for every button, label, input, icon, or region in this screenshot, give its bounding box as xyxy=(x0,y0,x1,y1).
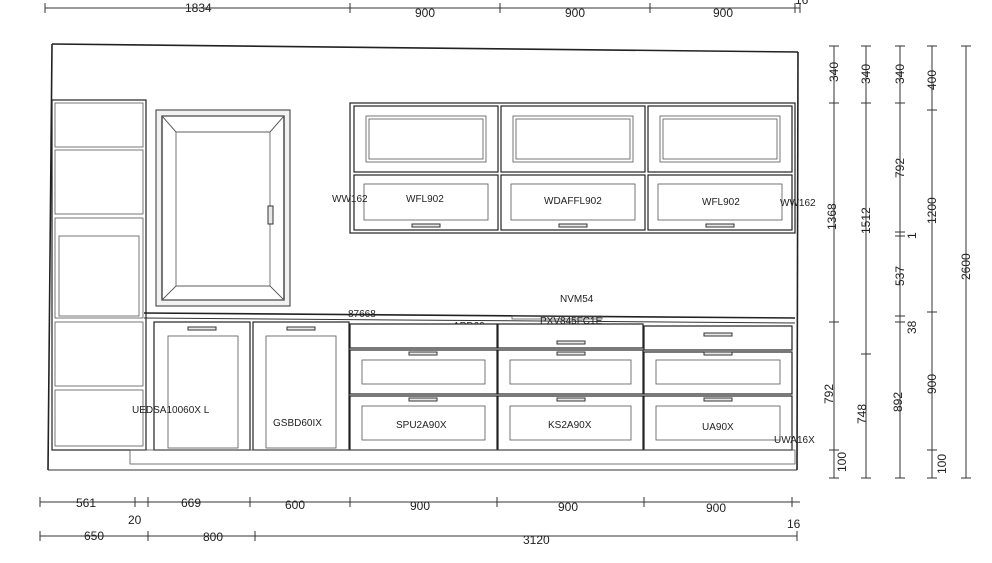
dim-right2-340: 340 xyxy=(859,64,873,84)
dim-right1-340: 340 xyxy=(827,62,841,82)
dim-right3-340: 340 xyxy=(893,64,907,84)
label-ww162-left: WW162 xyxy=(332,194,368,205)
label-ww162-right: WW162 xyxy=(780,198,816,209)
top-dimension-line: 1834 900 900 900 16 xyxy=(44,0,809,20)
dim-800: 800 xyxy=(203,530,223,544)
right-dimension-col-2: 340 1512 748 xyxy=(855,45,873,479)
dim-right4-400: 400 xyxy=(925,70,939,90)
dim-right1-792: 792 xyxy=(822,384,836,404)
label-spu2a90x: SPU2A90X xyxy=(396,420,447,431)
window-handle-icon xyxy=(267,205,274,225)
dim-right3-1: 1 xyxy=(905,232,919,239)
dim-900-bottom-1: 900 xyxy=(410,499,430,513)
base-cabinets: UEDSA10060X L GSBD60IX SPU2A90X KS2A90X … xyxy=(132,321,815,451)
dim-right3-38: 38 xyxy=(905,320,919,334)
plinth xyxy=(129,449,796,465)
dim-650: 650 xyxy=(84,529,104,543)
dim-900-bottom-3: 900 xyxy=(706,501,726,515)
label-uedsa: UEDSA10060X L xyxy=(132,405,210,416)
dim-1834: 1834 xyxy=(185,1,212,15)
dim-right3-792: 792 xyxy=(893,158,907,178)
label-nvm54: NVM54 xyxy=(560,294,594,305)
dim-16-bottom: 16 xyxy=(787,517,801,531)
label-wfl902-right: WFL902 xyxy=(702,197,740,208)
label-pxv845: PXV845FC1E xyxy=(540,316,603,327)
right-dimension-col-4: 400 1200 900 100 xyxy=(925,45,949,479)
bottom-dimension-row-2: 650 800 3120 xyxy=(39,529,798,547)
right-dimension-col-5: 2600 xyxy=(959,45,973,479)
dim-600: 600 xyxy=(285,498,305,512)
dim-900-bottom-2: 900 xyxy=(558,500,578,514)
hob xyxy=(511,315,603,320)
dim-right5-2600: 2600 xyxy=(959,253,973,280)
dim-right3-537: 537 xyxy=(893,266,907,286)
dim-right4-1200: 1200 xyxy=(925,197,939,224)
dim-561: 561 xyxy=(76,496,96,510)
right-dimension-col-3: 340 792 1 537 38 892 xyxy=(891,45,919,479)
label-ks2a90x: KS2A90X xyxy=(548,420,592,431)
dim-3120: 3120 xyxy=(523,533,550,547)
right-dimension-col-1: 340 1368 792 100 xyxy=(822,45,849,479)
dim-right2-748: 748 xyxy=(855,404,869,424)
dim-right4-100: 100 xyxy=(935,454,949,474)
label-ua90x: UA90X xyxy=(702,422,734,433)
tall-cabinet-left xyxy=(51,99,147,451)
dim-900-top-2: 900 xyxy=(565,6,585,20)
label-gsbd: GSBD60IX xyxy=(273,418,322,429)
label-wfl902-left: WFL902 xyxy=(406,194,444,205)
room-outline xyxy=(47,43,799,471)
wall-cabinets: WW162 WFL902 WDAFFL902 WFL902 WW162 xyxy=(332,102,816,234)
dim-16-top: 16 xyxy=(795,0,809,7)
dim-right2-1512: 1512 xyxy=(859,207,873,234)
dim-900-top-3: 900 xyxy=(713,6,733,20)
dim-right1-1368: 1368 xyxy=(825,203,839,230)
dim-669: 669 xyxy=(181,496,201,510)
dim-right3-892: 892 xyxy=(891,392,905,412)
bottom-dimension-row-1: 561 20 669 600 900 900 900 16 xyxy=(39,496,801,531)
label-uwa16x: UWA16X xyxy=(774,435,815,446)
label-wdaffl902: WDAFFL902 xyxy=(544,196,602,207)
dim-right1-100: 100 xyxy=(835,452,849,472)
dim-20: 20 xyxy=(128,513,142,527)
dim-900-top-1: 900 xyxy=(415,6,435,20)
dim-right4-900: 900 xyxy=(925,374,939,394)
window xyxy=(155,109,291,307)
label-87668: 87668 xyxy=(348,309,376,320)
